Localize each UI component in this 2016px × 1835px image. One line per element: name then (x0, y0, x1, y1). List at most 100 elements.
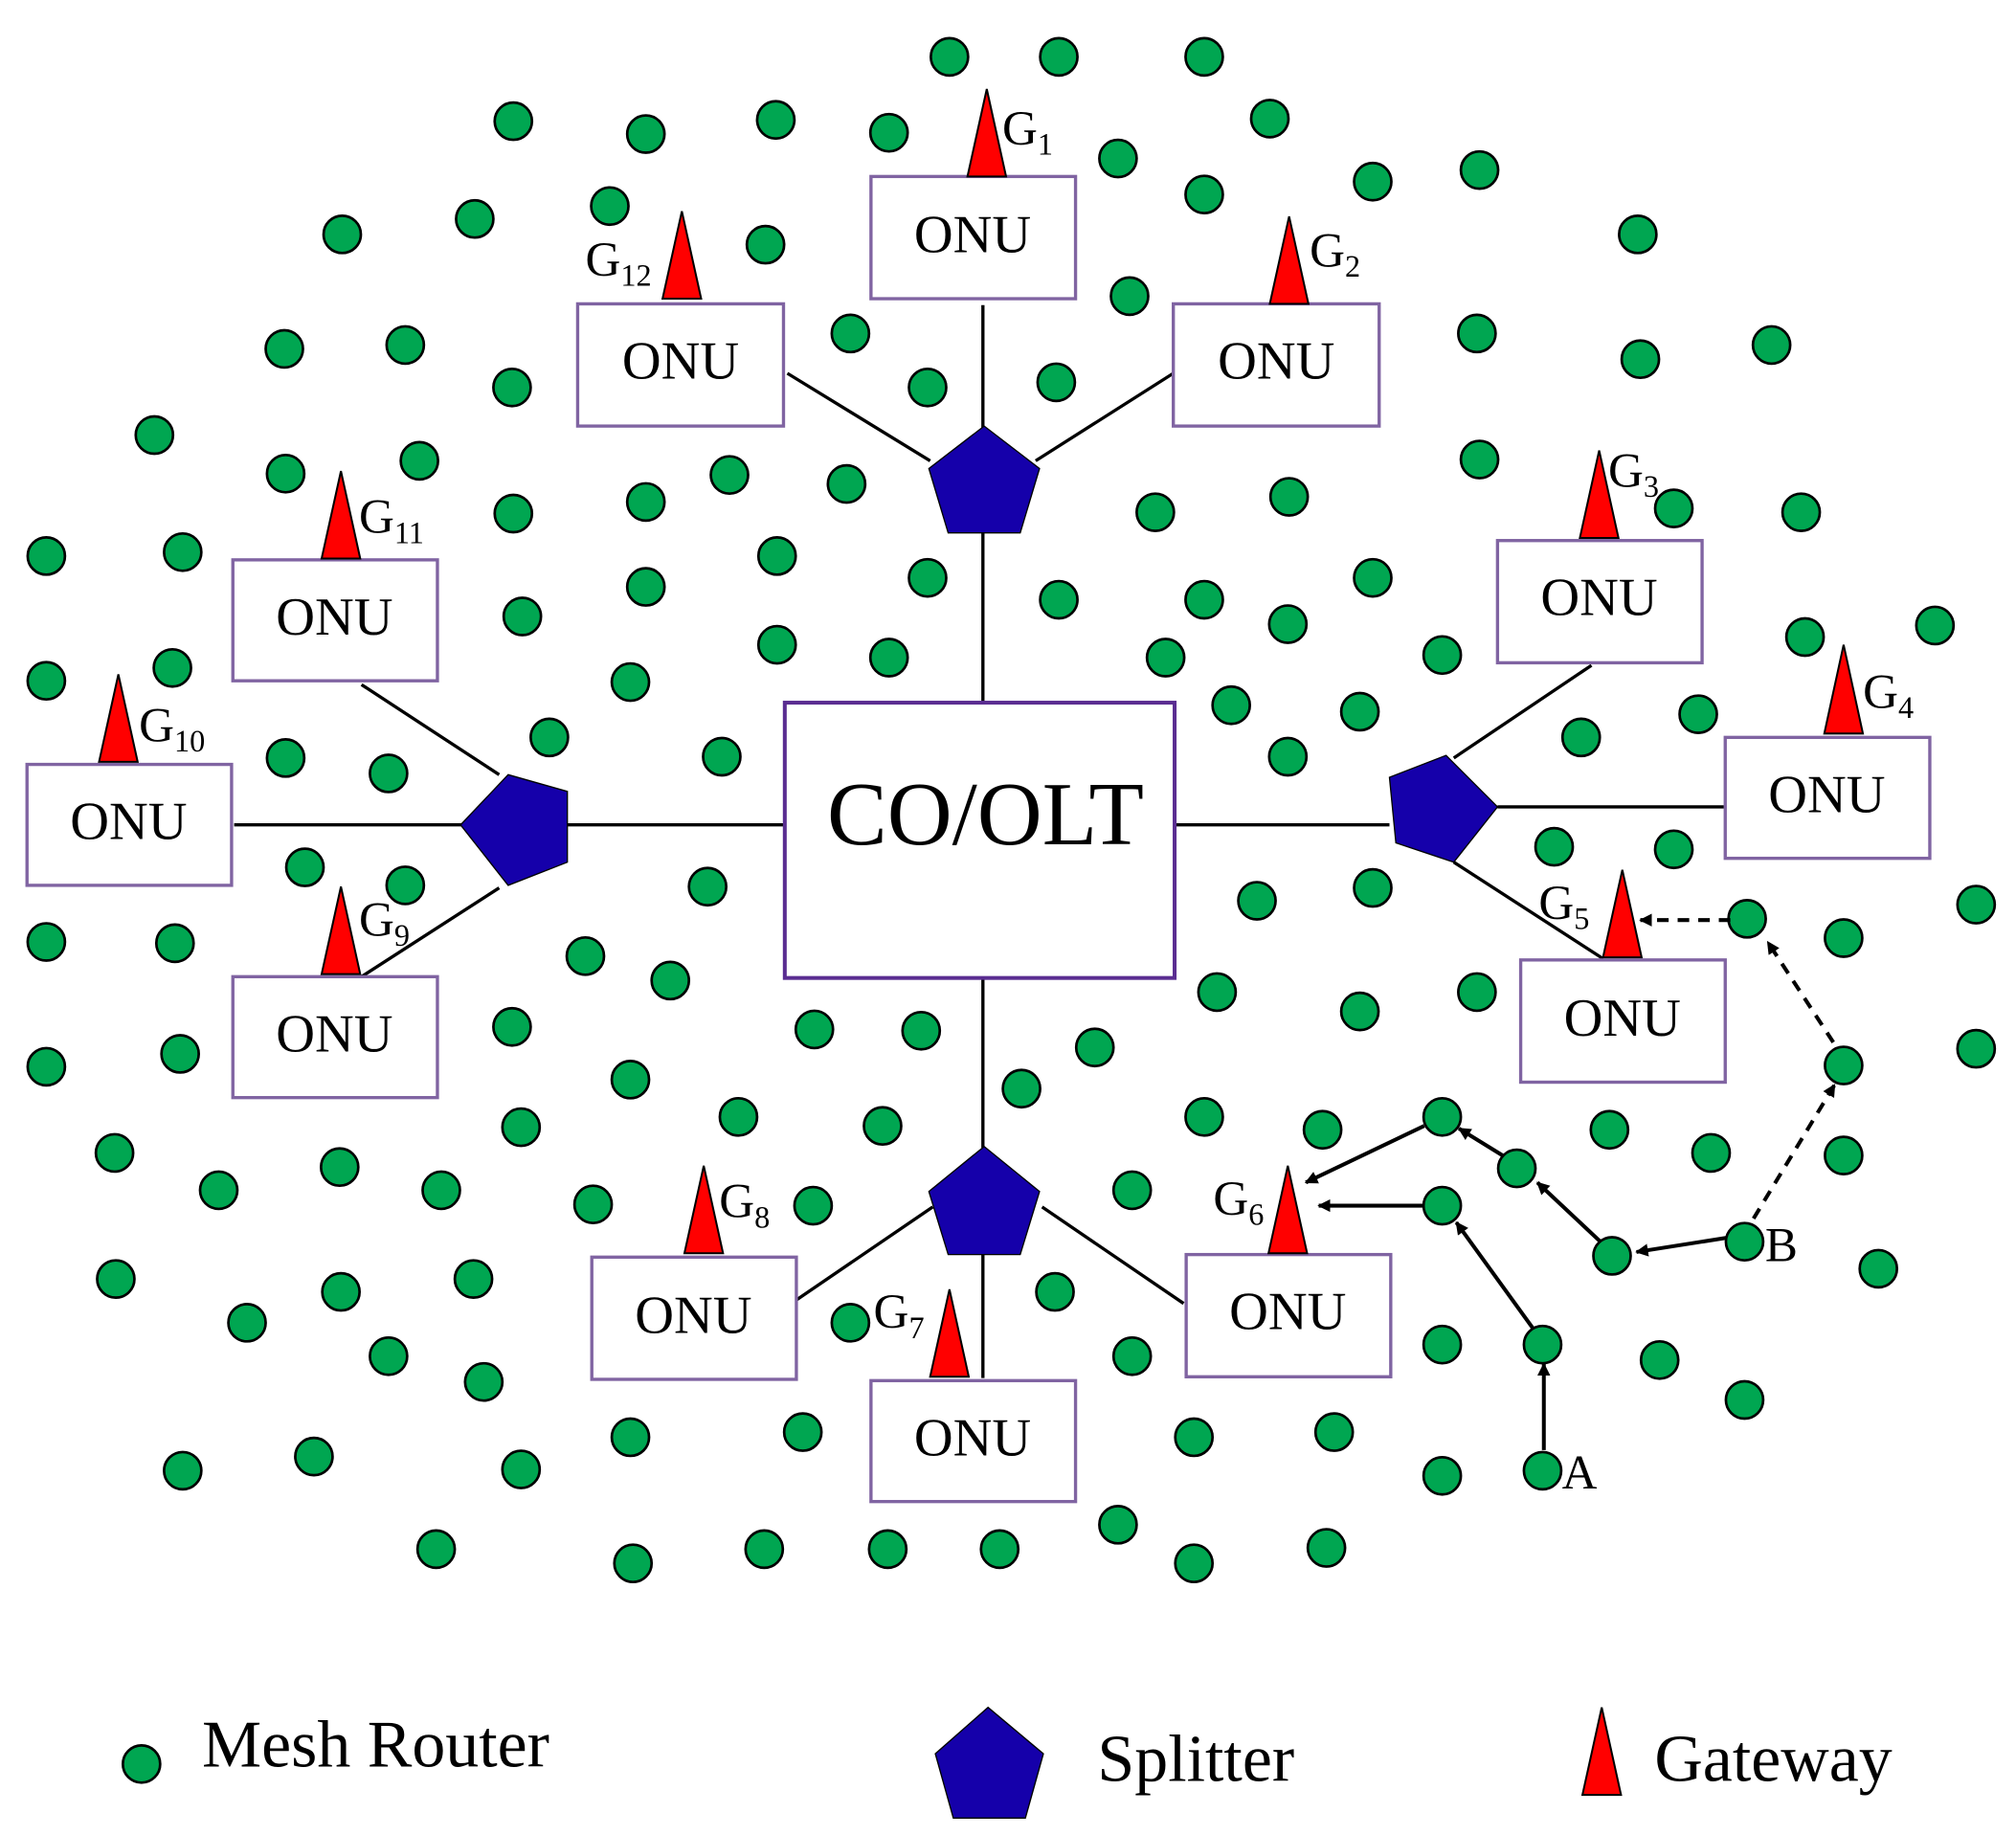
mesh-router (1249, 99, 1290, 139)
onu-box-g8 (590, 1255, 798, 1381)
mesh-router (868, 638, 909, 678)
mesh-router (868, 112, 909, 153)
olt-label: CO/OLT (827, 765, 1144, 864)
fiber-link (360, 683, 501, 776)
mesh-router (26, 536, 67, 576)
fiber-link (786, 371, 931, 462)
mesh-router (26, 922, 67, 962)
mesh-router (1824, 918, 1864, 958)
mesh-router (501, 1449, 542, 1489)
legend-mesh-router-label: Mesh Router (202, 1709, 549, 1782)
mesh-router (709, 455, 750, 496)
mesh-router (610, 1417, 651, 1458)
mesh-router (1620, 339, 1661, 380)
gateway-g12-icon (661, 211, 703, 301)
gateway-label-g9: G9 (359, 892, 410, 952)
path-b-arrow (1304, 1124, 1425, 1185)
mesh-router (399, 440, 439, 481)
onu-box-g2 (1172, 302, 1381, 428)
mesh-router (625, 481, 666, 523)
mesh-router (1422, 1324, 1463, 1365)
mesh-router (930, 36, 970, 78)
onu-box-g9 (231, 974, 439, 1100)
fiber-links (234, 304, 1724, 1378)
mesh-router (826, 463, 867, 504)
mesh-router (265, 738, 306, 778)
mesh-router (756, 624, 797, 665)
mesh-router (1339, 991, 1380, 1032)
gateway-label-g5: G5 (1538, 876, 1589, 936)
mesh-router (1784, 616, 1826, 658)
mesh-router (502, 596, 543, 637)
mesh-router (1039, 36, 1079, 78)
mesh-router (1422, 635, 1463, 676)
mesh-router (1353, 867, 1393, 908)
gateway-g5-icon (1602, 869, 1644, 959)
mesh-router (1678, 694, 1718, 734)
path-b-label: B (1765, 1218, 1798, 1272)
onu-labels: ONU ONU ONU ONU ONU ONU ONU ONU ONU ONU … (70, 206, 1885, 1468)
mesh-router (415, 1529, 457, 1570)
mesh-router (1353, 557, 1393, 598)
legend-gateway-label: Gateway (1654, 1722, 1892, 1796)
mesh-router (501, 1107, 542, 1148)
onu-label: ONU (622, 331, 739, 391)
onu-box-g10 (25, 762, 234, 887)
mesh-router (1098, 138, 1138, 179)
mesh-router (493, 493, 534, 534)
mesh-router (830, 313, 871, 354)
mesh-router (702, 736, 742, 777)
gateway-g7-icon (929, 1288, 971, 1378)
gateway-g6-icon (1266, 1165, 1309, 1255)
mesh-router (1267, 736, 1309, 777)
onu-box-g12 (575, 302, 786, 428)
mesh-router (565, 935, 606, 976)
mesh-router (1184, 36, 1224, 78)
onu-box-g1 (869, 174, 1078, 301)
mesh-router (1457, 313, 1497, 354)
mesh-router (1039, 579, 1079, 620)
mesh-router (529, 717, 570, 758)
mesh-router (1915, 605, 1956, 646)
fiber-link (1452, 861, 1604, 960)
gateway-g9-icon (320, 886, 362, 975)
mesh-router (264, 328, 304, 369)
mesh-router (369, 1335, 409, 1376)
onu-label: ONU (914, 1408, 1031, 1467)
mesh-router (1268, 477, 1310, 517)
mesh-router (385, 865, 426, 906)
mesh-router (1858, 1248, 1899, 1289)
mesh-router (163, 531, 203, 572)
mesh-router (1339, 691, 1380, 732)
path-a-arrow (1454, 1220, 1535, 1331)
onu-label: ONU (276, 588, 392, 647)
mesh-router (1560, 717, 1602, 758)
mesh-router (294, 1436, 334, 1477)
mesh-router (1313, 1412, 1355, 1452)
mesh-router (1751, 324, 1792, 366)
path-a (1317, 1198, 1551, 1450)
mesh-router (1184, 579, 1224, 620)
mesh-router (907, 367, 948, 408)
mesh-router (1653, 829, 1694, 870)
mesh-router (1422, 1096, 1463, 1137)
onu-label: ONU (1768, 765, 1885, 824)
onu-box-g5 (1518, 958, 1727, 1085)
mesh-router (744, 1529, 785, 1570)
mesh-router (830, 1303, 871, 1343)
mesh-router (1589, 1109, 1630, 1151)
mesh-router (1956, 1028, 1997, 1069)
mesh-router (453, 1259, 494, 1299)
path-b-arrow (1635, 1236, 1727, 1257)
fiber-link (794, 1205, 934, 1303)
splitters (459, 425, 1499, 1256)
mesh-router (867, 1529, 908, 1570)
fiber-link (1034, 371, 1175, 462)
mesh-router (1306, 1528, 1347, 1568)
fiber-link (1041, 1205, 1185, 1306)
mesh-router (782, 1412, 823, 1452)
splitter-west (459, 773, 569, 886)
gateway-labels: G1 G2 G3 G4 G5 G6 G7 G8 G9 G10 G11 G12 (139, 101, 1914, 1345)
gateway-label-g7: G7 (874, 1285, 925, 1345)
onu-box-g3 (1495, 539, 1704, 665)
